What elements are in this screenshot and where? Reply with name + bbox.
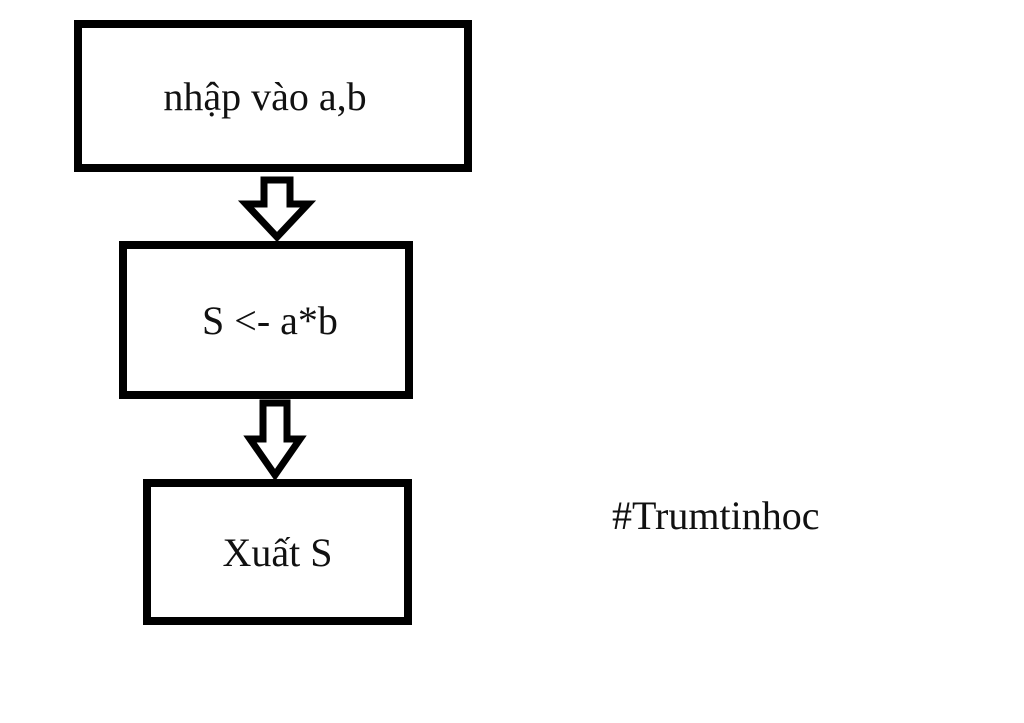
hashtag-text: #Trumtinhoc bbox=[612, 493, 820, 538]
output-step-label: Xuất S bbox=[222, 529, 333, 575]
input-step-label: nhập vào a,b bbox=[163, 73, 367, 119]
input-step-box: nhập vào a,b bbox=[74, 20, 472, 172]
down-arrow-icon bbox=[243, 399, 307, 482]
compute-step-label: S <- a*b bbox=[202, 297, 338, 343]
compute-step-box: S <- a*b bbox=[119, 241, 413, 399]
down-arrow-icon bbox=[237, 176, 317, 243]
output-step-box: Xuất S bbox=[143, 479, 412, 625]
